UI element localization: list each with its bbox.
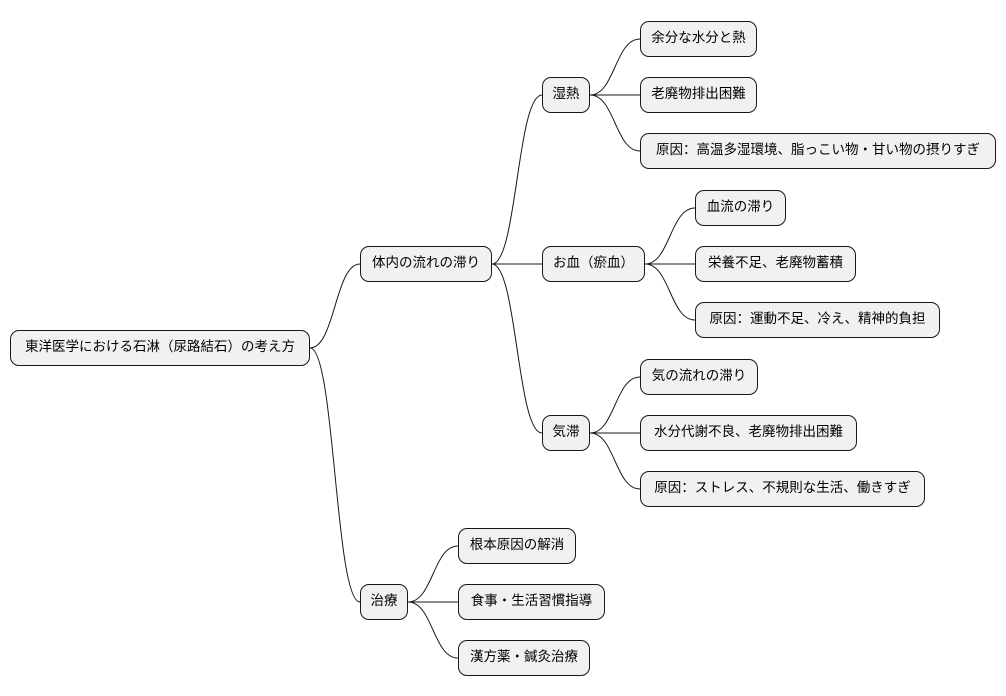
leaf-node: 気の流れの滞り xyxy=(640,359,758,395)
leaf-node: 血流の滞り xyxy=(695,190,786,226)
leaf-label: 血流の滞り xyxy=(706,199,775,215)
subbranch-node-qi-stagnation: 気滞 xyxy=(542,415,590,451)
leaf-label: 栄養不足、老廃物蓄積 xyxy=(708,255,843,271)
leaf-label: 余分な水分と熱 xyxy=(651,30,746,46)
leaf-node: 食事・生活習慣指導 xyxy=(458,584,605,620)
leaf-label: 原因：運動不足、冷え、精神的負担 xyxy=(709,311,926,327)
leaf-node: 根本原因の解消 xyxy=(458,528,576,564)
leaf-label: 食事・生活習慣指導 xyxy=(470,593,593,609)
leaf-label: 原因：高温多湿環境、脂っこい物・甘い物の摂りすぎ xyxy=(656,142,980,158)
subbranch-label: 湿熱 xyxy=(552,86,580,102)
subbranch-label: 気滞 xyxy=(552,424,580,440)
leaf-node: 原因：高温多湿環境、脂っこい物・甘い物の摂りすぎ xyxy=(640,133,996,169)
leaf-label: 水分代謝不良、老廃物排出困難 xyxy=(654,424,843,440)
subbranch-label: お血（瘀血） xyxy=(553,255,634,271)
leaf-label: 原因：ストレス、不規則な生活、働きすぎ xyxy=(654,480,911,496)
branch-node-flow-stagnation: 体内の流れの滞り xyxy=(360,246,492,282)
subbranch-node-damp-heat: 湿熱 xyxy=(542,77,590,113)
leaf-label: 気の流れの滞り xyxy=(651,368,747,384)
leaf-node: 原因：ストレス、不規則な生活、働きすぎ xyxy=(640,471,925,507)
subbranch-node-blood-stasis: お血（瘀血） xyxy=(542,246,645,282)
branch-node-treatment: 治療 xyxy=(360,584,408,620)
branch-label: 治療 xyxy=(370,593,398,609)
root-label: 東洋医学における石淋（尿路結石）の考え方 xyxy=(25,339,295,355)
branch-label: 体内の流れの滞り xyxy=(372,255,480,271)
leaf-node: 栄養不足、老廃物蓄積 xyxy=(695,246,856,282)
leaf-node: 余分な水分と熱 xyxy=(640,21,757,57)
leaf-node: 原因：運動不足、冷え、精神的負担 xyxy=(695,302,940,338)
leaf-label: 老廃物排出困難 xyxy=(651,86,746,102)
leaf-node: 老廃物排出困難 xyxy=(640,77,757,113)
leaf-node: 漢方薬・鍼灸治療 xyxy=(458,640,590,676)
leaf-label: 根本原因の解消 xyxy=(469,537,565,553)
leaf-node: 水分代謝不良、老廃物排出困難 xyxy=(640,415,857,451)
leaf-label: 漢方薬・鍼灸治療 xyxy=(470,649,578,665)
root-node: 東洋医学における石淋（尿路結石）の考え方 xyxy=(10,330,310,366)
